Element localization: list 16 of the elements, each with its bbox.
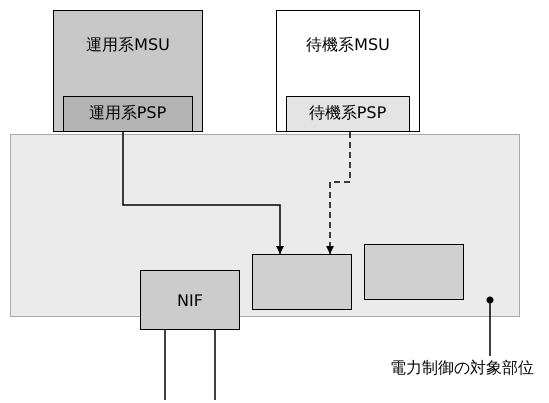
arrow xyxy=(122,132,284,254)
card-box xyxy=(364,244,464,300)
unit-label: 運用系MSU xyxy=(85,35,171,56)
arrow xyxy=(326,132,351,254)
board-box: 待機系PSP xyxy=(286,96,410,132)
board-box: 運用系PSP xyxy=(62,96,192,132)
interface-box: NIF xyxy=(140,270,240,330)
signal-line xyxy=(164,330,166,400)
unit-box xyxy=(53,10,203,132)
card-box xyxy=(252,254,352,310)
leader-line xyxy=(486,296,494,356)
signal-line xyxy=(214,330,216,400)
region-box xyxy=(10,134,520,317)
region-label: 電力制御の対象部位 xyxy=(390,358,534,379)
unit-label: 待機系MSU xyxy=(305,35,391,56)
unit-box xyxy=(276,10,420,132)
